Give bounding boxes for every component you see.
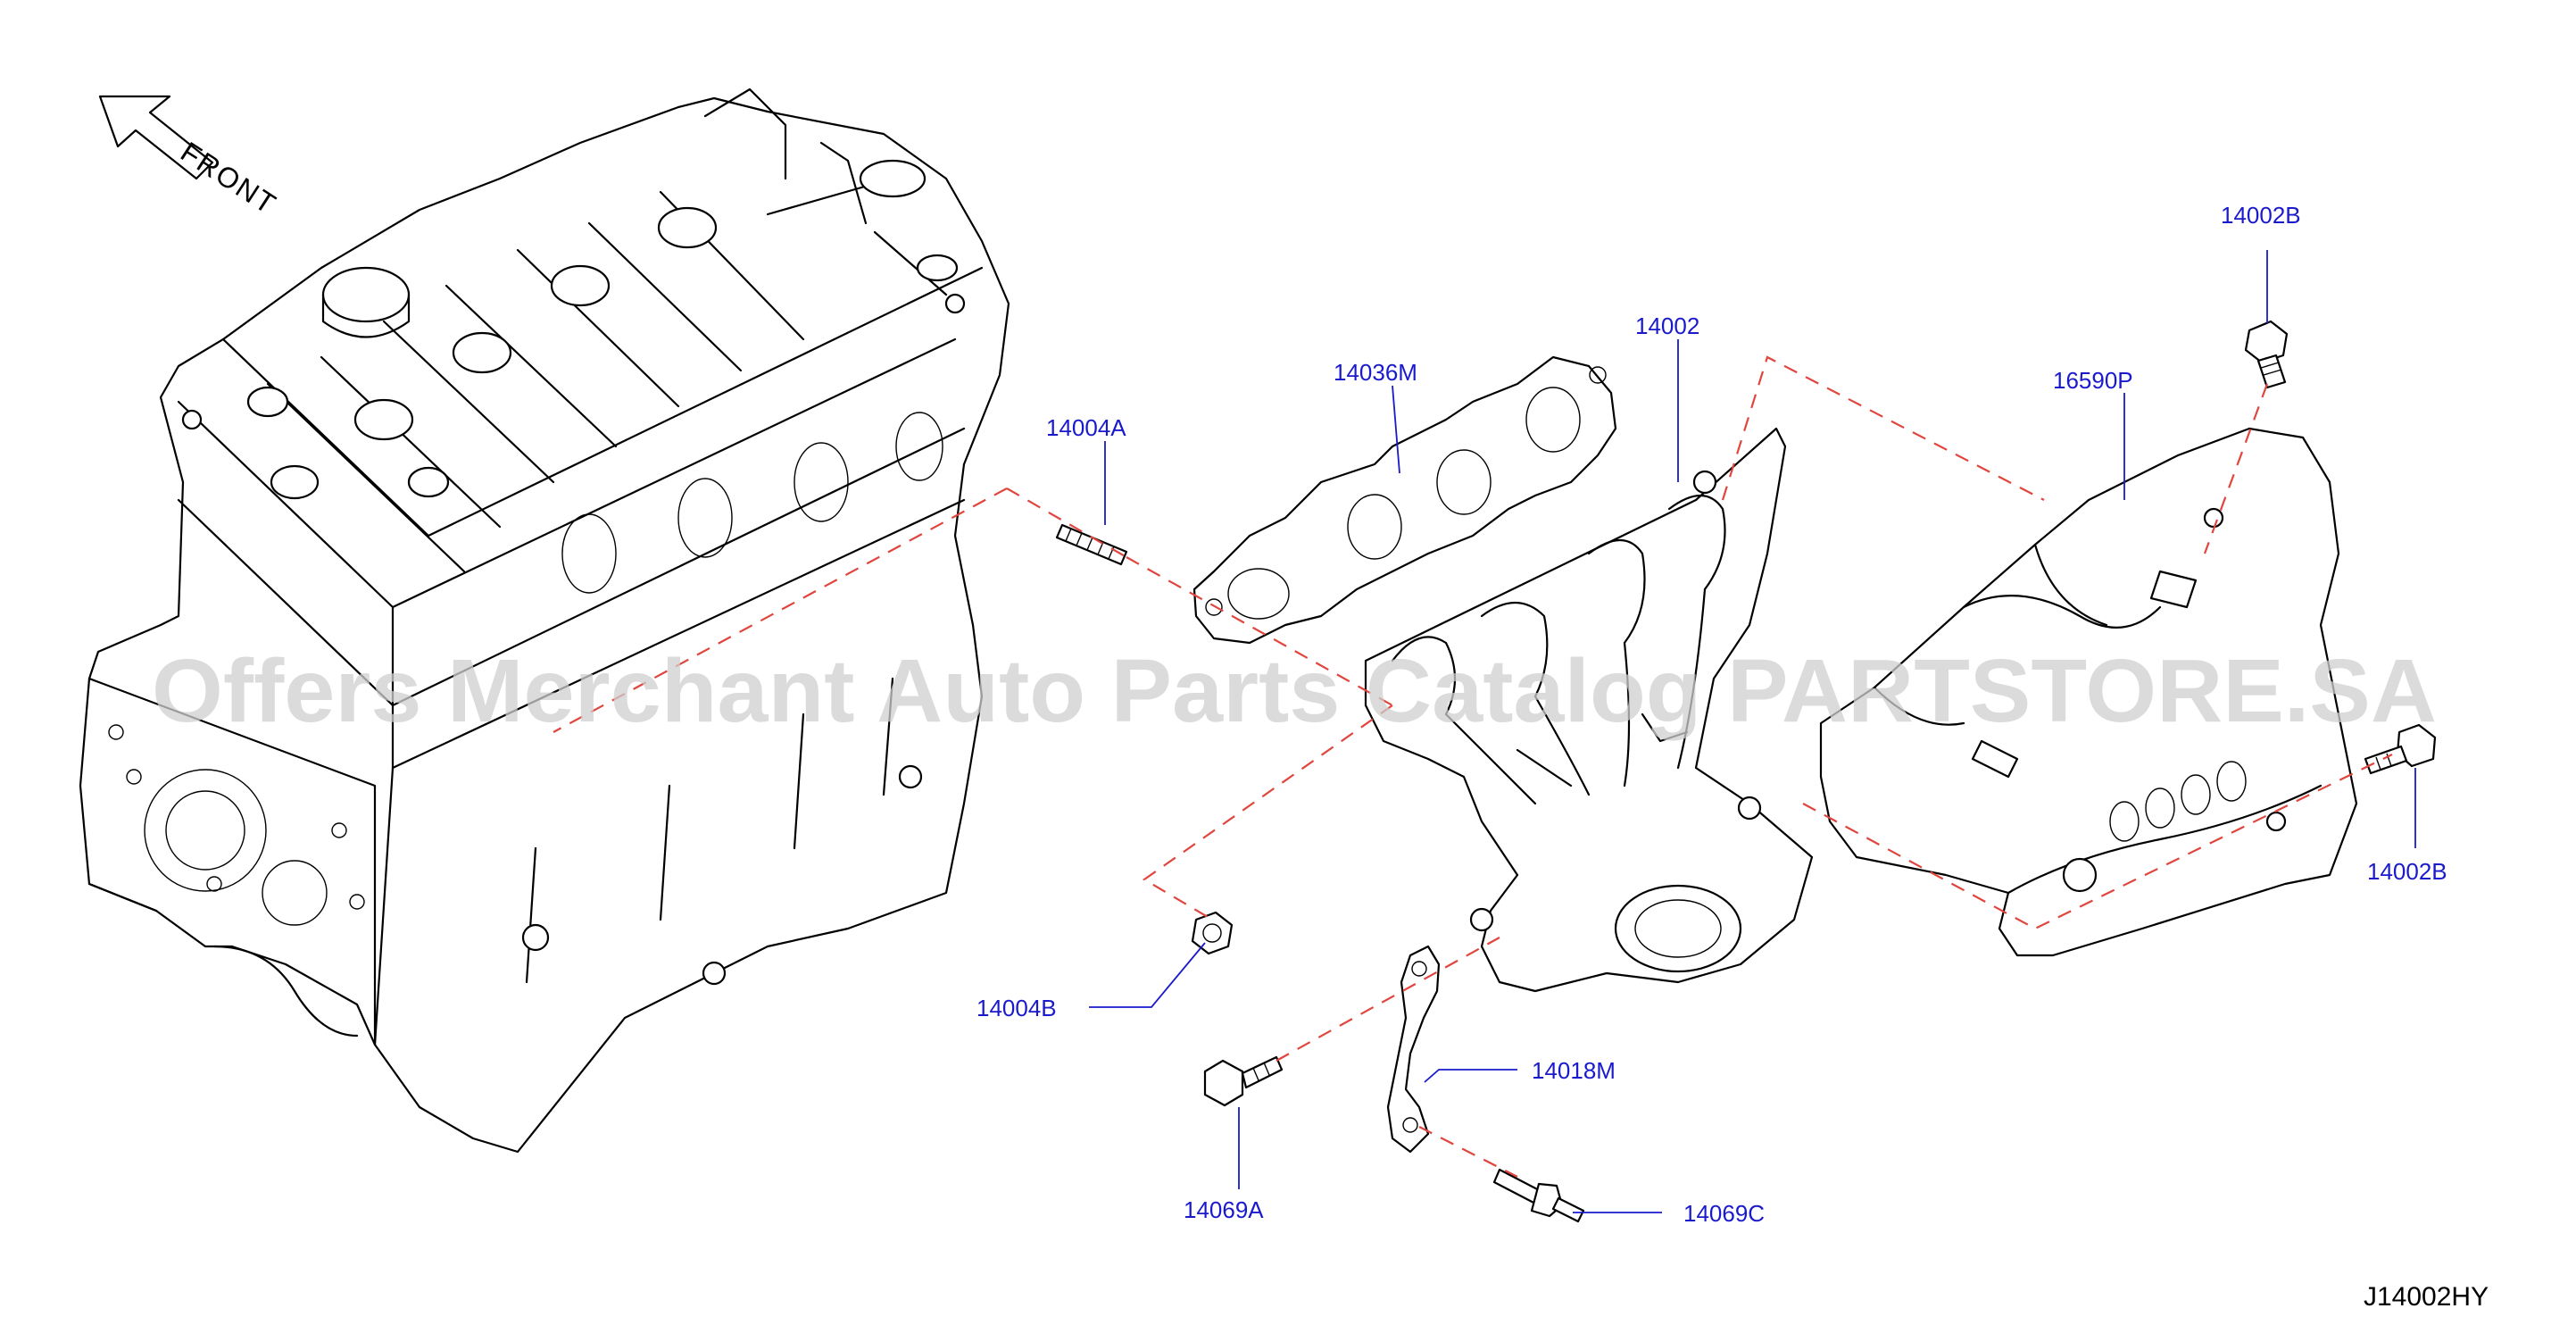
label-14002: 14002 bbox=[1635, 312, 1699, 339]
stud-14004a bbox=[1055, 523, 1128, 566]
label-14069c: 14069C bbox=[1683, 1200, 1765, 1227]
exhaust-gasket bbox=[1192, 355, 1617, 645]
leader-lines bbox=[1089, 250, 2416, 1213]
stud-14069c bbox=[1492, 1168, 1585, 1223]
alignment-lines bbox=[553, 355, 2393, 1178]
bolt-14002b-right bbox=[2364, 723, 2437, 775]
nut-14004b bbox=[1191, 911, 1234, 955]
label-14018m: 14018M bbox=[1532, 1057, 1616, 1084]
label-16590p: 16590P bbox=[2053, 367, 2133, 394]
bolt-14069a bbox=[1203, 1055, 1284, 1107]
label-14004a: 14004A bbox=[1046, 414, 1126, 441]
front-label: FRONT bbox=[175, 136, 282, 221]
label-14004b: 14004B bbox=[976, 995, 1057, 1021]
watermark-text: Offers Merchant Auto Parts Catalog PARTS… bbox=[152, 641, 2437, 741]
label-14002b-top: 14002B bbox=[2221, 202, 2301, 229]
label-14069a: 14069A bbox=[1184, 1196, 1264, 1223]
front-arrow-icon bbox=[98, 95, 214, 180]
heat-shield bbox=[1819, 427, 2358, 957]
label-14036m: 14036M bbox=[1334, 359, 1417, 386]
reference-code: J14002HY bbox=[2364, 1282, 2489, 1312]
manifold-bracket bbox=[1386, 945, 1441, 1154]
engine-assembly bbox=[79, 88, 1010, 1154]
exhaust-manifold bbox=[1364, 427, 1814, 993]
bolt-14002b-top bbox=[2244, 320, 2289, 389]
label-14002b-right: 14002B bbox=[2367, 858, 2447, 885]
